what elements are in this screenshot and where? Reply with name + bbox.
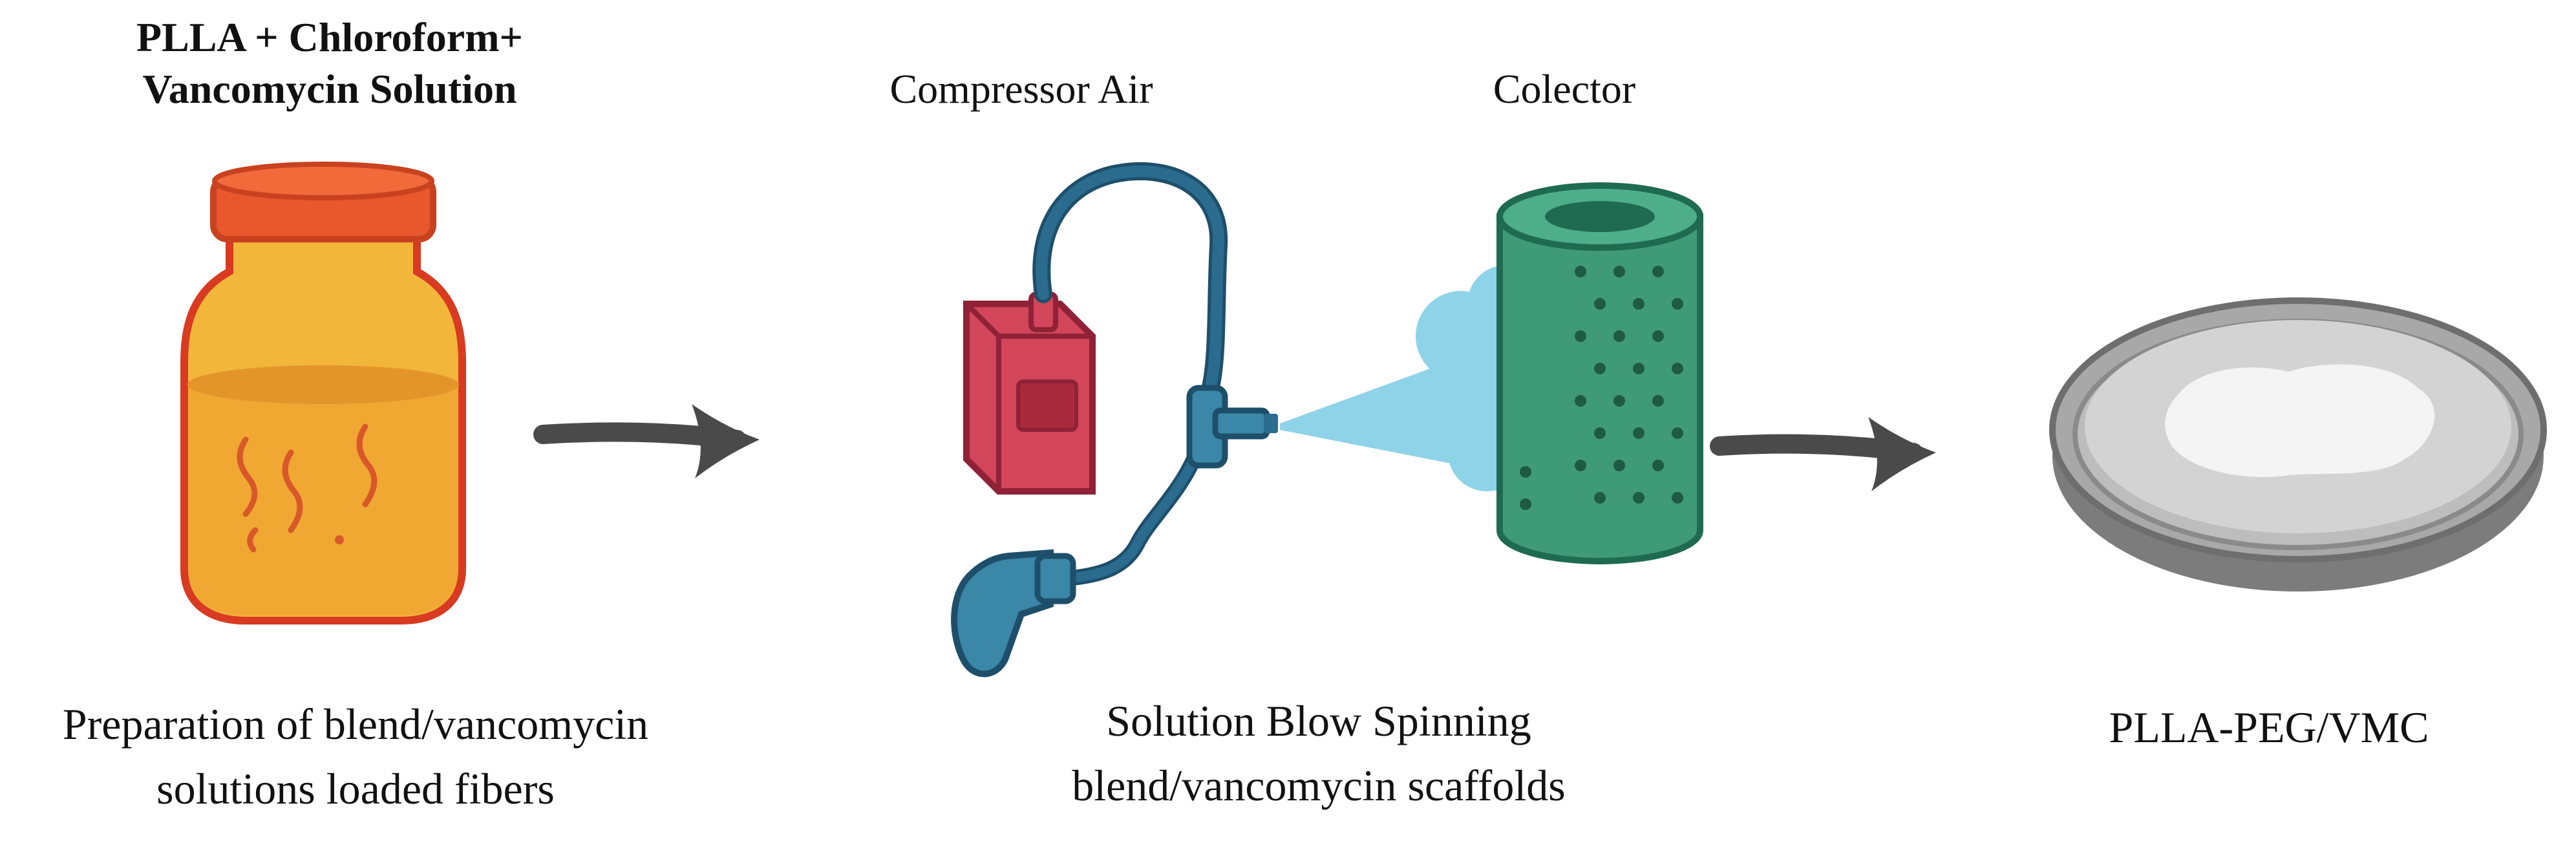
spray-nozzle-icon xyxy=(1186,385,1278,469)
air-hose-icon xyxy=(1032,162,1228,586)
compressor-icon xyxy=(963,292,1096,495)
stage1-caption-line2: solutions loaded fibers xyxy=(156,764,555,813)
solution-bottle-icon xyxy=(180,162,466,624)
stage3-caption: PLLA-PEG/VMC xyxy=(2109,703,2429,752)
petri-dish-icon xyxy=(2049,297,2547,592)
stage2-caption-line2: blend/vancomycin scaffolds xyxy=(1072,761,1566,810)
collector-cylinder-icon xyxy=(1496,182,1703,565)
stage1-title-line2: Vancomycin Solution xyxy=(142,66,517,112)
stage1-caption-line1: Preparation of blend/vancomycin xyxy=(62,699,649,749)
collector-label: Colector xyxy=(1493,66,1636,112)
arrow-right-icon xyxy=(1710,417,1936,491)
arrow-right-icon xyxy=(533,404,760,478)
scaffold-membrane xyxy=(2165,364,2435,477)
stage1-title-line1: PLLA + Chloroform+ xyxy=(136,14,523,60)
compressor-air-label: Compressor Air xyxy=(889,66,1153,112)
stage2-caption-line1: Solution Blow Spinning xyxy=(1106,696,1531,745)
spray-gun-handle-icon xyxy=(951,549,1076,678)
